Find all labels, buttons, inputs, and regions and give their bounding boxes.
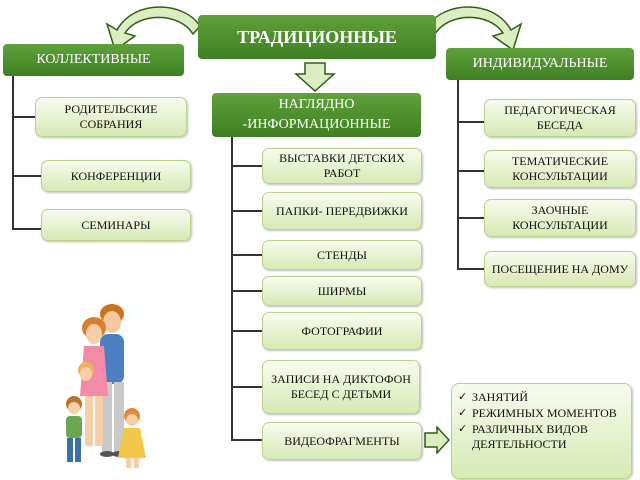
connector-line: [231, 439, 262, 441]
connector-line: [457, 170, 484, 172]
connector-line: [231, 386, 262, 388]
curved-arrow-right-icon: [427, 6, 523, 52]
list-item: ✓РАЗЛИЧНЫХ ВИДОВ ДЕЯТЕЛЬНОСТИ: [458, 422, 588, 451]
connector-line: [457, 268, 484, 270]
connector-line: [231, 137, 233, 440]
item-conferences: КОНФЕРЕНЦИИ: [41, 160, 191, 192]
header-collective: КОЛЛЕКТИВНЫЕ: [3, 44, 184, 76]
connector-line: [457, 121, 484, 123]
connector-line: [12, 76, 14, 230]
connector-line: [231, 165, 262, 167]
header-visual-informational: НАГЛЯДНО -ИНФОРМАЦИОННЫЕ: [212, 93, 421, 137]
item-correspondence-consultations: ЗАОЧНЫЕ КОНСУЛЬТАЦИИ: [484, 199, 636, 237]
item-pedagogical-talk: ПЕДАГОГИЧЕСКАЯ БЕСЕДА: [484, 99, 636, 137]
connector-line: [457, 80, 459, 270]
connector-line: [231, 290, 262, 292]
checkmark-icon: ✓: [458, 407, 468, 419]
item-dictaphone-records: ЗАПИСИ НА ДИКТОФОН БЕСЕД С ДЕТЬМИ: [262, 360, 420, 414]
item-home-visit: ПОСЕЩЕНИЕ НА ДОМУ: [484, 251, 636, 287]
item-stands: СТЕНДЫ: [262, 240, 422, 270]
connector-line: [231, 254, 262, 256]
diagram-title: ТРАДИЦИОННЫЕ: [198, 15, 436, 59]
checkmark-icon: ✓: [458, 391, 468, 403]
item-children-works-exhibitions: ВЫСТАВКИ ДЕТСКИХ РАБОТ: [262, 148, 422, 184]
checkmark-icon: ✓: [458, 423, 468, 435]
item-seminars: СЕМИНАРЫ: [41, 209, 191, 241]
connector-line: [12, 228, 41, 230]
right-arrow-icon: [424, 426, 450, 454]
down-arrow-icon: [294, 62, 336, 92]
video-topics-list: ✓ЗАНЯТИЙ ✓РЕЖИМНЫХ МОМЕНТОВ ✓РАЗЛИЧНЫХ В…: [451, 383, 632, 479]
connector-line: [12, 116, 35, 118]
item-thematic-consultations: ТЕМАТИЧЕСКИЕ КОНСУЛЬТАЦИИ: [484, 150, 636, 188]
item-parent-meetings: РОДИТЕЛЬСКИЕ СОБРАНИЯ: [35, 97, 187, 137]
item-folders: ПАПКИ- ПЕРЕДВИЖКИ: [262, 192, 422, 230]
family-illustration: [66, 304, 146, 468]
connector-line: [231, 210, 262, 212]
connector-line: [457, 217, 484, 219]
list-item: ✓РЕЖИМНЫХ МОМЕНТОВ: [458, 406, 617, 420]
item-photos: ФОТОГРАФИИ: [262, 312, 422, 350]
connector-line: [12, 175, 41, 177]
header-individual: ИНДИВИДУАЛЬНЫЕ: [446, 48, 634, 80]
item-screens: ШИРМЫ: [262, 276, 422, 306]
item-video-fragments: ВИДЕОФРАГМЕНТЫ: [262, 422, 422, 460]
list-item: ✓ЗАНЯТИЙ: [458, 390, 529, 404]
connector-line: [231, 330, 262, 332]
